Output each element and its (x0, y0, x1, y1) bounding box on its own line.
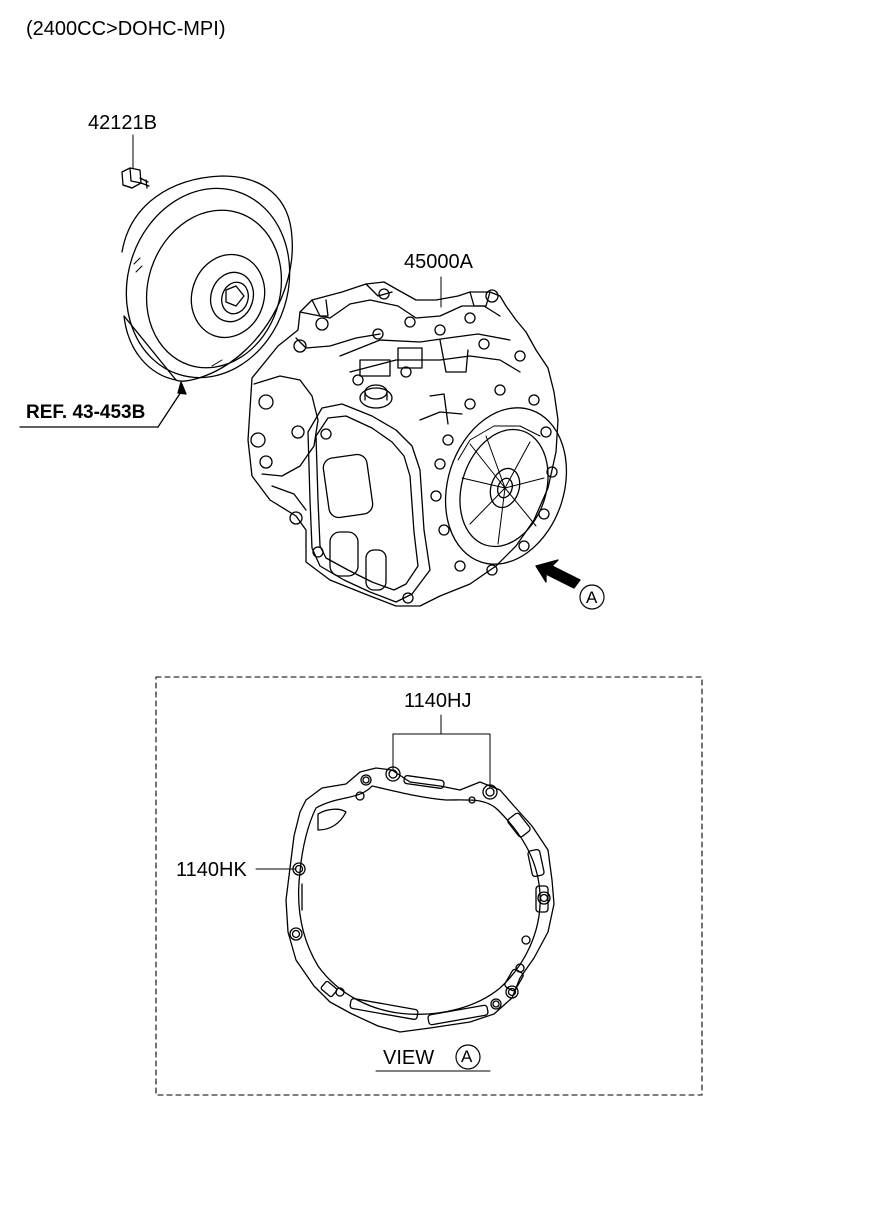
reference-label: REF. 43-453B (26, 402, 146, 423)
ref-leader (19, 381, 187, 428)
view-a-label-decor (375, 1044, 491, 1072)
dowel-top-leaders (392, 714, 491, 789)
part-number-dowel-top: 1140HJ (404, 690, 472, 712)
part-number-transaxle: 45000A (404, 251, 473, 273)
arrow-marker: A (586, 588, 598, 607)
part-number-bolt: 42121B (88, 112, 157, 134)
view-marker: A (461, 1047, 473, 1066)
transaxle-assembly (247, 281, 568, 607)
engine-spec-label: (2400CC>DOHC-MPI) (26, 18, 226, 40)
bolt-part (121, 134, 150, 189)
view-a-frame (155, 676, 703, 1096)
part-number-dowel-side: 1140HK (176, 859, 247, 881)
housing-gasket (285, 766, 555, 1033)
view-label: VIEW (383, 1047, 435, 1069)
view-direction-arrow (535, 559, 605, 610)
torque-converter (121, 175, 293, 382)
